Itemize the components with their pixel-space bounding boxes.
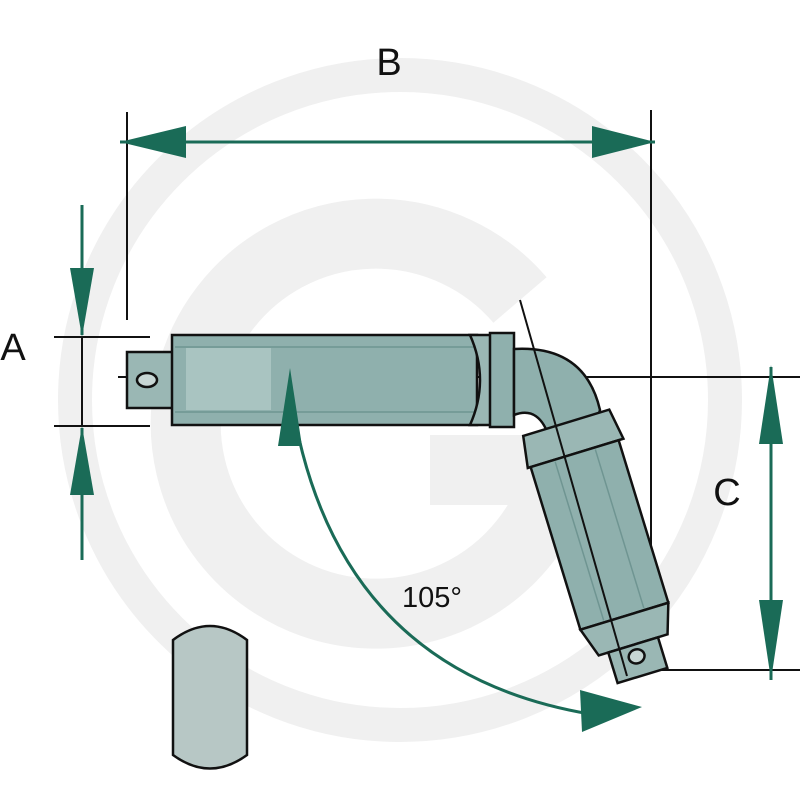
pin-angled-body [521,408,670,685]
label-a: A [0,327,26,369]
angled-axis-line [519,299,628,677]
dimension-a: A [0,205,94,560]
dimension-b: B [120,42,655,158]
angle-arc: 105° [278,368,642,732]
label-angle: 105° [402,582,462,614]
pin-end-view [171,624,249,770]
pin-elbow-bend [512,347,602,442]
label-c: C [713,472,740,514]
g-logo-watermark-icon [58,58,742,742]
label-b: B [376,42,401,84]
pin-horizontal-body [125,331,516,429]
dimension-c: C [713,365,783,680]
